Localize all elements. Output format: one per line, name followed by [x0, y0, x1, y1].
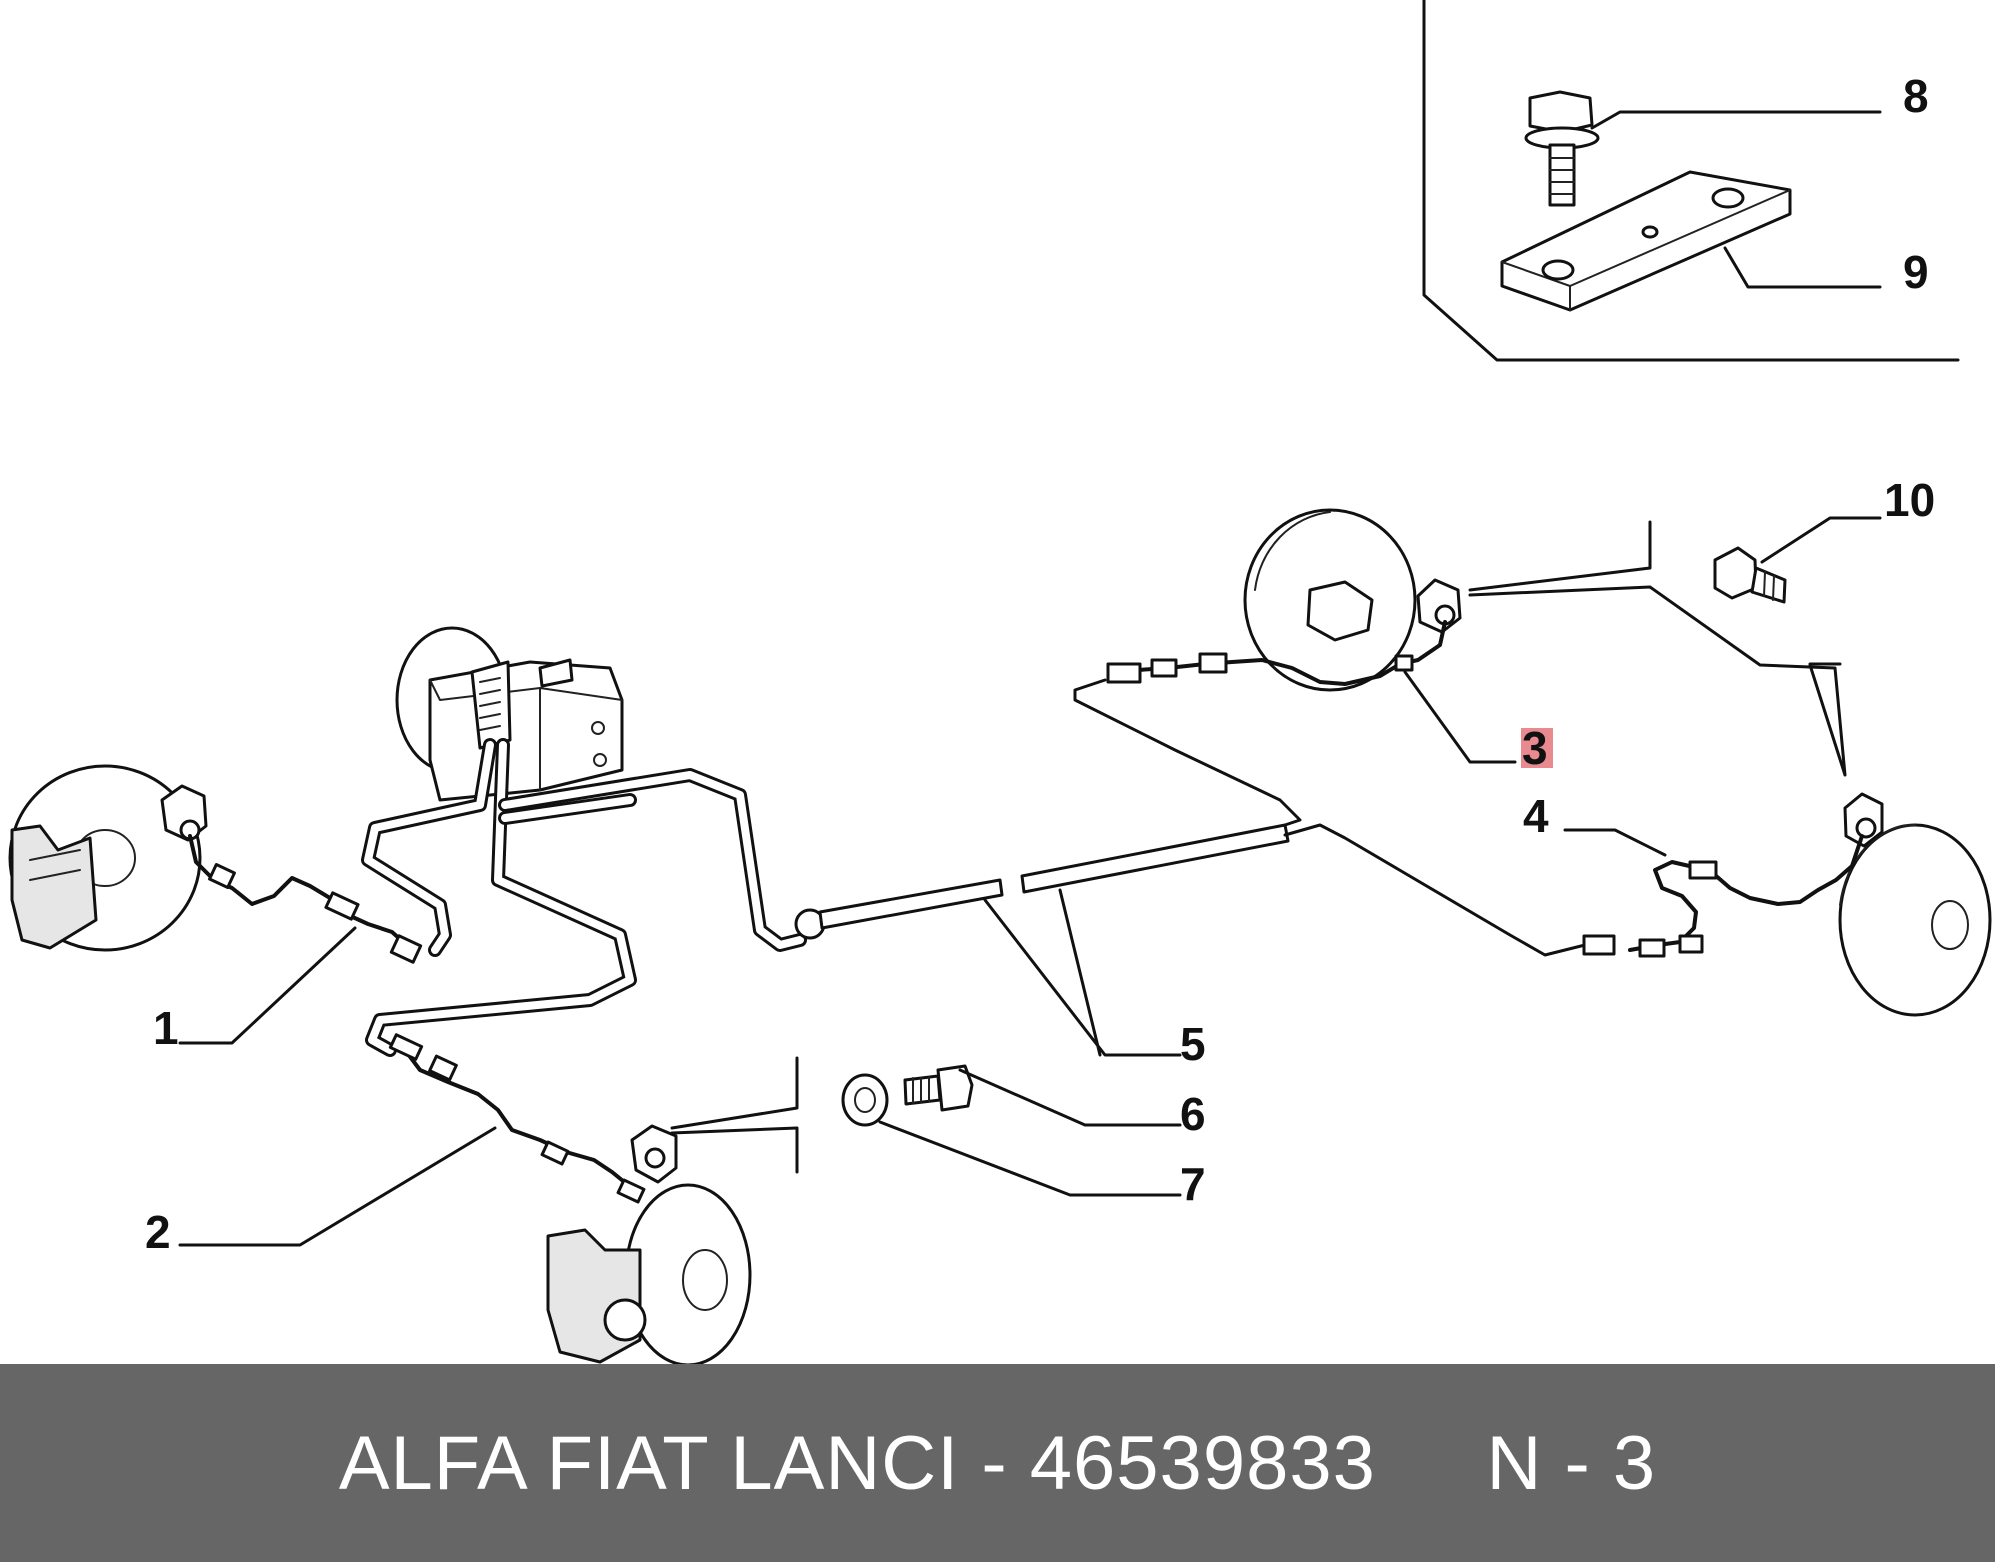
callout-2: 2 [145, 1206, 171, 1258]
rear-right-wheel [1838, 823, 1992, 1017]
leader-9 [1723, 246, 1882, 289]
bracket-10 [1468, 520, 1847, 777]
connector-3d-icon [1394, 654, 1414, 672]
plate-9-icon [1500, 170, 1792, 312]
rear-pipe-run [1073, 678, 1587, 957]
callout-6: 6 [1180, 1088, 1206, 1140]
sensor-2-wire [403, 1048, 630, 1187]
bracket-6-7 [670, 1056, 799, 1174]
callout-5: 5 [1180, 1018, 1206, 1070]
washer-7-icon [841, 1073, 889, 1127]
callout-10: 10 [1884, 474, 1935, 526]
callout-3-highlight [1521, 728, 1553, 768]
leader-2 [178, 1126, 497, 1247]
callout-9: 9 [1903, 246, 1929, 298]
leader-10 [1760, 516, 1882, 564]
bolt-8-icon [1524, 90, 1600, 207]
connector-1a-icon [208, 863, 236, 889]
callout-4: 4 [1523, 790, 1549, 842]
footer-bar: ALFA FIAT LANCI - 46539833 N - 3 [0, 1364, 1995, 1562]
leader-1 [178, 926, 357, 1045]
leader-3 [1403, 670, 1517, 764]
connector-3a-icon [1106, 662, 1142, 684]
leader-7 [878, 1120, 1182, 1197]
connector-2c-icon [540, 1140, 570, 1166]
callout-1: 1 [153, 1002, 179, 1054]
inset-frame [1422, 0, 1960, 362]
connector-4c-icon [1638, 938, 1666, 958]
sensor-4-icon [1843, 792, 1884, 848]
connector-3c-icon [1198, 652, 1228, 674]
connector-2a-icon [388, 1033, 424, 1061]
sensor-1-wire [188, 834, 412, 950]
footer-caption: ALFA FIAT LANCI - 46539833 N - 3 [338, 1420, 1657, 1506]
connector-1c-icon [389, 934, 423, 964]
rear-left-wheel [1243, 508, 1417, 692]
parts-diagram: 1 2 3 4 5 6 7 8 9 10 [8, 0, 1992, 1364]
connector-2d-icon [616, 1178, 646, 1204]
leader-8 [1590, 110, 1882, 130]
connector-4b-icon [1678, 934, 1704, 954]
leader-5 [983, 888, 1182, 1057]
abs-unit-icon [395, 626, 624, 802]
front-right-brake-assembly [546, 1183, 752, 1364]
brake-pipes [361, 738, 826, 1057]
callout-3: 3 [1522, 722, 1548, 774]
connector-1b-icon [324, 891, 360, 921]
bolt-10-icon [1713, 546, 1787, 604]
callout-8: 8 [1903, 70, 1929, 122]
connector-3b-icon [1150, 658, 1178, 678]
leader-4 [1563, 828, 1667, 857]
sensor-1-icon [160, 784, 208, 842]
front-left-brake-assembly [8, 764, 202, 952]
bolt-6-icon [903, 1064, 974, 1112]
connector-2b-icon [428, 1054, 458, 1082]
sensor-4-wire [1628, 834, 1864, 952]
callout-7: 7 [1180, 1158, 1206, 1210]
sensor-2-icon [630, 1124, 678, 1184]
connector-4a-icon [1688, 860, 1718, 880]
pipe-5-sections [818, 823, 1290, 930]
sensor-3-icon [1416, 578, 1462, 634]
leader-6 [958, 1068, 1182, 1127]
connector-4d-icon [1582, 934, 1616, 956]
